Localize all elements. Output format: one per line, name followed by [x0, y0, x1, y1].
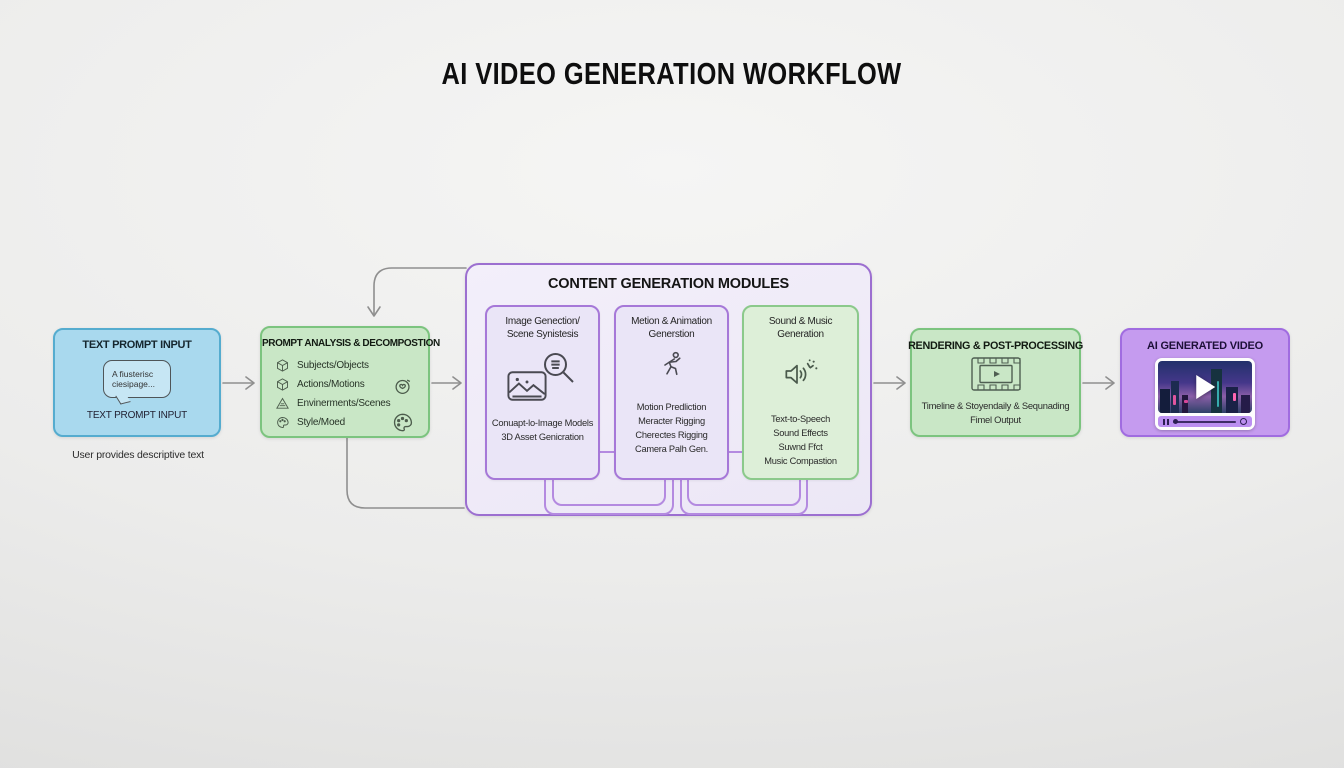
play-button[interactable]	[1196, 375, 1216, 399]
page-title: AI VIDEO GENERATION WORKFLOW	[0, 56, 1344, 92]
arrow-analysis-to-modules	[431, 376, 462, 390]
player-control-bar	[1158, 416, 1252, 427]
slider-knob[interactable]	[1172, 419, 1178, 424]
speech-bubble-icon: A fiusterisc ciesipage...	[103, 360, 171, 398]
neon-light	[1233, 393, 1236, 401]
node-rendering-postprocessing: RENDERING & POST-PROCESSING Timeline & S…	[908, 328, 1083, 437]
image-search-icon	[506, 347, 580, 403]
list-item-label: Envinerments/Scenes	[297, 398, 391, 409]
list-item-label: Subjects/Objects	[297, 360, 369, 371]
node-body-line: Timeline & Stoyendaily & Sequnading	[921, 400, 1070, 411]
palette-icon	[391, 411, 414, 439]
list-item-label: Style/Moed	[297, 417, 346, 428]
arrow-modules-to-rendering	[873, 376, 906, 390]
list-item: Actions/Motions	[275, 375, 428, 394]
module-title: Sound & Music Generation	[768, 315, 833, 341]
module-body-line: Meracter Rigging	[638, 416, 705, 426]
feedback-curve-bottom	[346, 437, 465, 509]
arrow-prompt-to-analysis	[222, 376, 255, 390]
feedback-curve-top	[367, 267, 467, 317]
analysis-item-list: Subjects/Objects Actions/Motions Enviner…	[275, 356, 428, 432]
node-body-line: Fimel Output	[970, 413, 1021, 425]
film-strip-icon	[970, 356, 1022, 397]
module-title-line: Generation	[777, 329, 824, 340]
module-title-line: Image Genection/	[505, 316, 580, 327]
volume-icon[interactable]	[1240, 418, 1247, 425]
city-silhouette	[1241, 395, 1250, 413]
city-silhouette	[1226, 387, 1238, 413]
module-title: Image Genection/ Scene Synistesis	[505, 315, 579, 341]
node-prompt-analysis: PROMPT ANALYSIS & DECOMPOSTION Subjects/…	[260, 326, 440, 439]
node-title: PROMPT ANALYSIS & DECOMPOSTION	[262, 338, 440, 349]
module-sound-music: Sound & Music Generation Text-to-Speech …	[742, 305, 859, 480]
bubble-line: A fiusterisc	[112, 368, 154, 379]
node-text-prompt-input: TEXT PROMPT INPUT A fiusterisc ciesipage…	[53, 328, 221, 437]
container-title: CONTENT GENERATION MODULES	[547, 276, 790, 292]
module-title-line: Scene Synistesis	[506, 329, 579, 340]
magnifier-icon	[543, 352, 574, 383]
node-body: Timeline & Stoyendaily & Sequnading Fime…	[922, 399, 1070, 426]
node-title: RENDERING & POST-PROCESSING	[908, 340, 1083, 352]
module-body-line: Cherectes Rigging	[635, 430, 708, 440]
node-label: TEXT PROMPT INPUT	[86, 410, 188, 421]
list-item: Subjects/Objects	[275, 356, 428, 375]
module-body-line: Motion Predliction	[636, 402, 707, 412]
node-title: AI GENERATED VIDEO	[1147, 340, 1263, 352]
module-title: Metion & Animation Generstion	[631, 315, 712, 341]
image-icon	[506, 371, 547, 401]
module-title-line: Metion & Animation	[631, 316, 712, 327]
module-body-line: 3D Asset Genicration	[501, 432, 584, 442]
module-body: Text-to-Speech Sound Effects Suwnd Ffct …	[764, 412, 837, 468]
list-item: Envinerments/Scenes	[275, 394, 428, 413]
mountain-icon	[276, 397, 289, 409]
running-person-icon	[663, 351, 681, 376]
module-body-line: Sound Effects	[773, 428, 828, 438]
neon-light	[1184, 400, 1188, 403]
cube-icon	[277, 359, 288, 372]
cycle-icon	[392, 375, 414, 402]
list-item: Style/Moed	[275, 413, 428, 432]
arrow-rendering-to-output	[1082, 376, 1115, 390]
node-content-generation-modules: CONTENT GENERATION MODULES Image Genecti…	[465, 263, 872, 516]
speaker-sparkle-icon	[784, 359, 817, 384]
city-silhouette	[1160, 389, 1170, 413]
module-body-line: Music Compastion	[764, 456, 837, 466]
cube-icon	[277, 378, 288, 391]
pause-icon[interactable]	[1163, 418, 1169, 425]
progress-slider[interactable]	[1172, 419, 1236, 424]
module-motion-animation: Metion & Animation Generstion Motion Pre…	[614, 305, 729, 480]
module-body-line: Camera Palh Gen.	[635, 444, 708, 454]
page-title-text: AI VIDEO GENERATION WORKFLOW	[441, 56, 903, 91]
module-title-line: Sound & Music	[768, 316, 833, 327]
module-body: Conuapt-lo-Image Models 3D Asset Genicra…	[492, 416, 593, 444]
module-body: Motion Predliction Meracter Rigging Cher…	[635, 400, 708, 456]
city-silhouette	[1182, 395, 1188, 413]
module-body-line: Suwnd Ffct	[778, 442, 823, 452]
module-title-line: Generstion	[648, 329, 695, 340]
text-prompt-caption: User provides descriptive text	[72, 449, 204, 461]
video-player	[1155, 358, 1255, 430]
neon-light	[1173, 395, 1176, 405]
city-silhouette	[1211, 369, 1222, 413]
neon-light	[1217, 381, 1219, 407]
palette-icon	[277, 417, 289, 428]
module-image-generation: Image Genection/ Scene Synistesis Conuap…	[485, 305, 600, 480]
module-body-line: Text-to-Speech	[770, 414, 831, 424]
bubble-line: ciesipage...	[112, 379, 155, 389]
video-thumbnail	[1158, 361, 1252, 413]
list-item-label: Actions/Motions	[297, 379, 365, 390]
node-ai-generated-video: AI GENERATED VIDEO	[1120, 328, 1290, 437]
module-body-line: Conuapt-lo-Image Models	[491, 418, 594, 428]
node-title: TEXT PROMPT INPUT	[82, 339, 192, 351]
